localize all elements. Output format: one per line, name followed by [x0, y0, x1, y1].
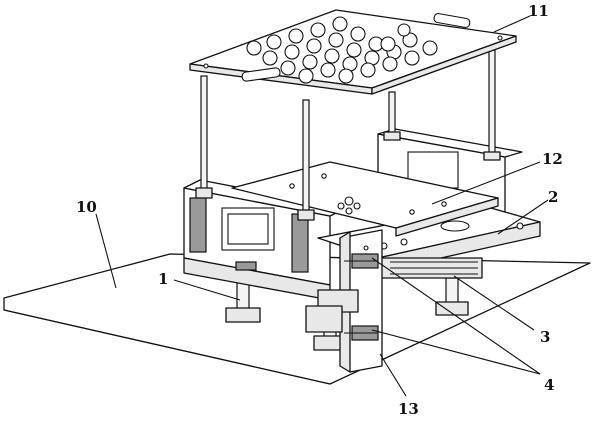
- rod-rear-right: [488, 49, 496, 157]
- sample-holes: [246, 16, 438, 84]
- callout-1: 1: [158, 270, 168, 288]
- callout-3: 3: [540, 328, 550, 346]
- leader-lines: [95, 15, 549, 397]
- base-plate: [3, 253, 591, 385]
- vertical-rods: [195, 49, 501, 221]
- rod-front: [302, 99, 310, 217]
- callout-13: 13: [398, 400, 419, 418]
- clamp-assemblies: [305, 253, 379, 341]
- base-plate-edge: [3, 309, 331, 385]
- callout-12: 12: [542, 150, 563, 168]
- foot-front-left: [225, 307, 261, 323]
- callout-10: 10: [76, 198, 97, 216]
- callout-4: 4: [544, 376, 554, 394]
- callout-11: 11: [528, 2, 549, 20]
- top-sample-tray: [189, 9, 517, 95]
- callout-2: 2: [548, 188, 558, 206]
- level-plate: [231, 161, 499, 237]
- foot-right: [435, 301, 469, 316]
- rod-rear-mid: [388, 91, 396, 137]
- rod-left: [200, 75, 208, 195]
